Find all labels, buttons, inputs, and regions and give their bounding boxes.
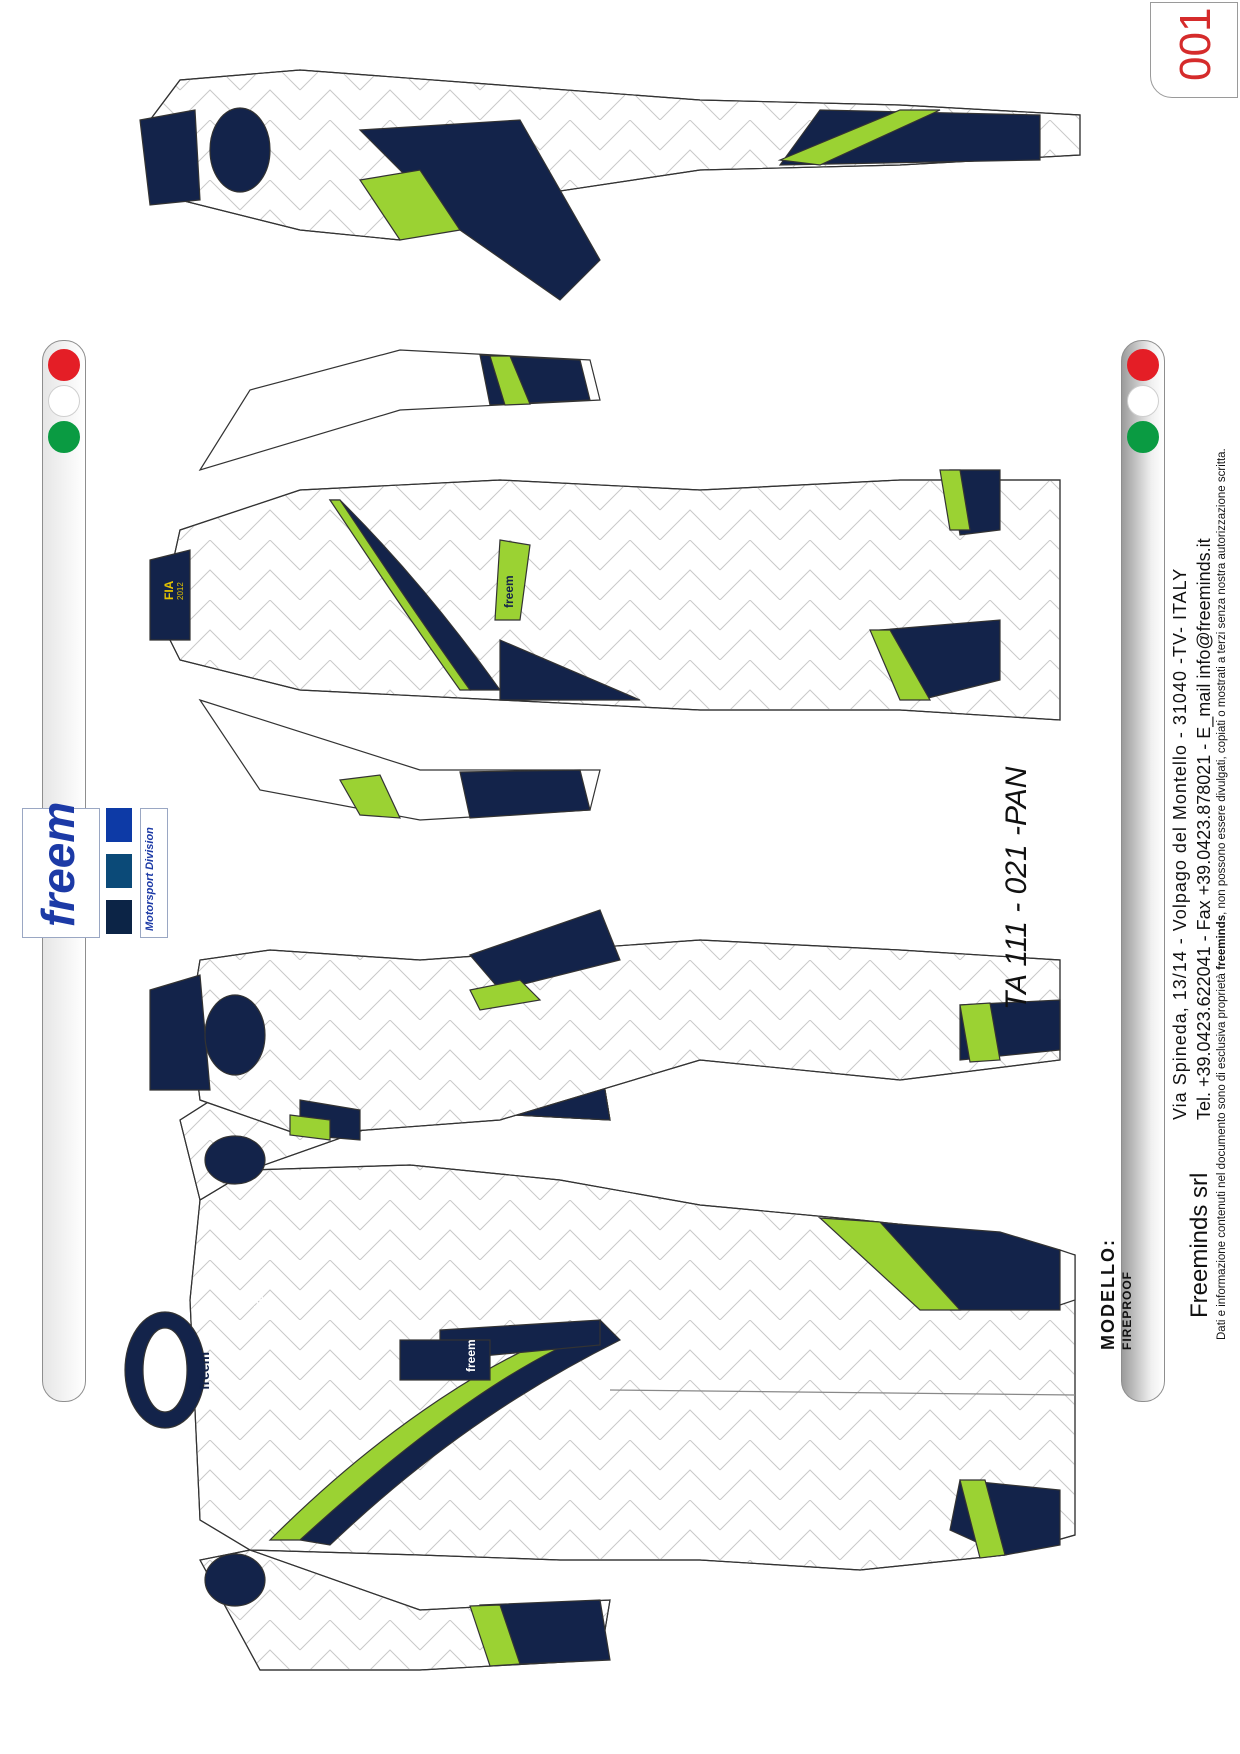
fia-year: 2012 (176, 582, 185, 600)
model-label: MODELLO: (1098, 1238, 1118, 1350)
suit-side-view-right (139, 69, 1081, 301)
suit-logo-shoulder-1: freem (252, 1277, 266, 1310)
company-contacts: Tel. +39.0423.622041 - Fax +39.0423.8780… (1194, 538, 1214, 1120)
swatch-mid (106, 854, 132, 888)
page-number: 001 (1171, 7, 1220, 81)
suit-logo-collar: freem (196, 1351, 212, 1390)
suit-logo-chest: freem (464, 1339, 478, 1372)
disclaimer-brand: freeminds (1216, 914, 1228, 970)
suit-front-view (124, 1039, 1076, 1671)
swatch-top (106, 808, 132, 842)
suit-side-view-left (149, 909, 1061, 1141)
flag-dot-green-right (1127, 421, 1159, 453)
fia-label: FIA (162, 580, 176, 600)
motorsport-division-text: Motorsport Division (144, 827, 156, 931)
suit-logo-back: freem (502, 575, 516, 608)
flag-dot-white-right (1127, 385, 1159, 417)
page-number-box: 001 (1150, 2, 1238, 98)
flag-dot-green (48, 421, 80, 453)
motorsport-division-logo: Motorsport Division (140, 808, 168, 938)
model-type: FIREPROOF (1120, 1270, 1134, 1350)
model-code: TA 111 - 021 -PAN (1000, 766, 1033, 1010)
suit-back-view (149, 349, 1061, 821)
disclaimer-suffix: , non possono essere divulgati, copiati … (1216, 448, 1228, 915)
right-flag-bar (1121, 340, 1165, 1402)
freem-logo-text: freem (32, 801, 84, 927)
freem-logo: freem (22, 802, 100, 938)
flag-dot-white (48, 385, 80, 417)
disclaimer-prefix: Dati e informazione contenuti nel docume… (1216, 973, 1228, 1340)
company-disclaimer: Dati e informazione contenuti nel docume… (1216, 448, 1228, 1340)
swatch-bottom (106, 900, 132, 934)
company-name: Freeminds srl (1186, 1172, 1213, 1318)
flag-dot-red (48, 349, 80, 381)
flag-dot-red-right (1127, 349, 1159, 381)
company-address: Via Spineda, 13/14 - Volpago del Montell… (1170, 567, 1190, 1120)
